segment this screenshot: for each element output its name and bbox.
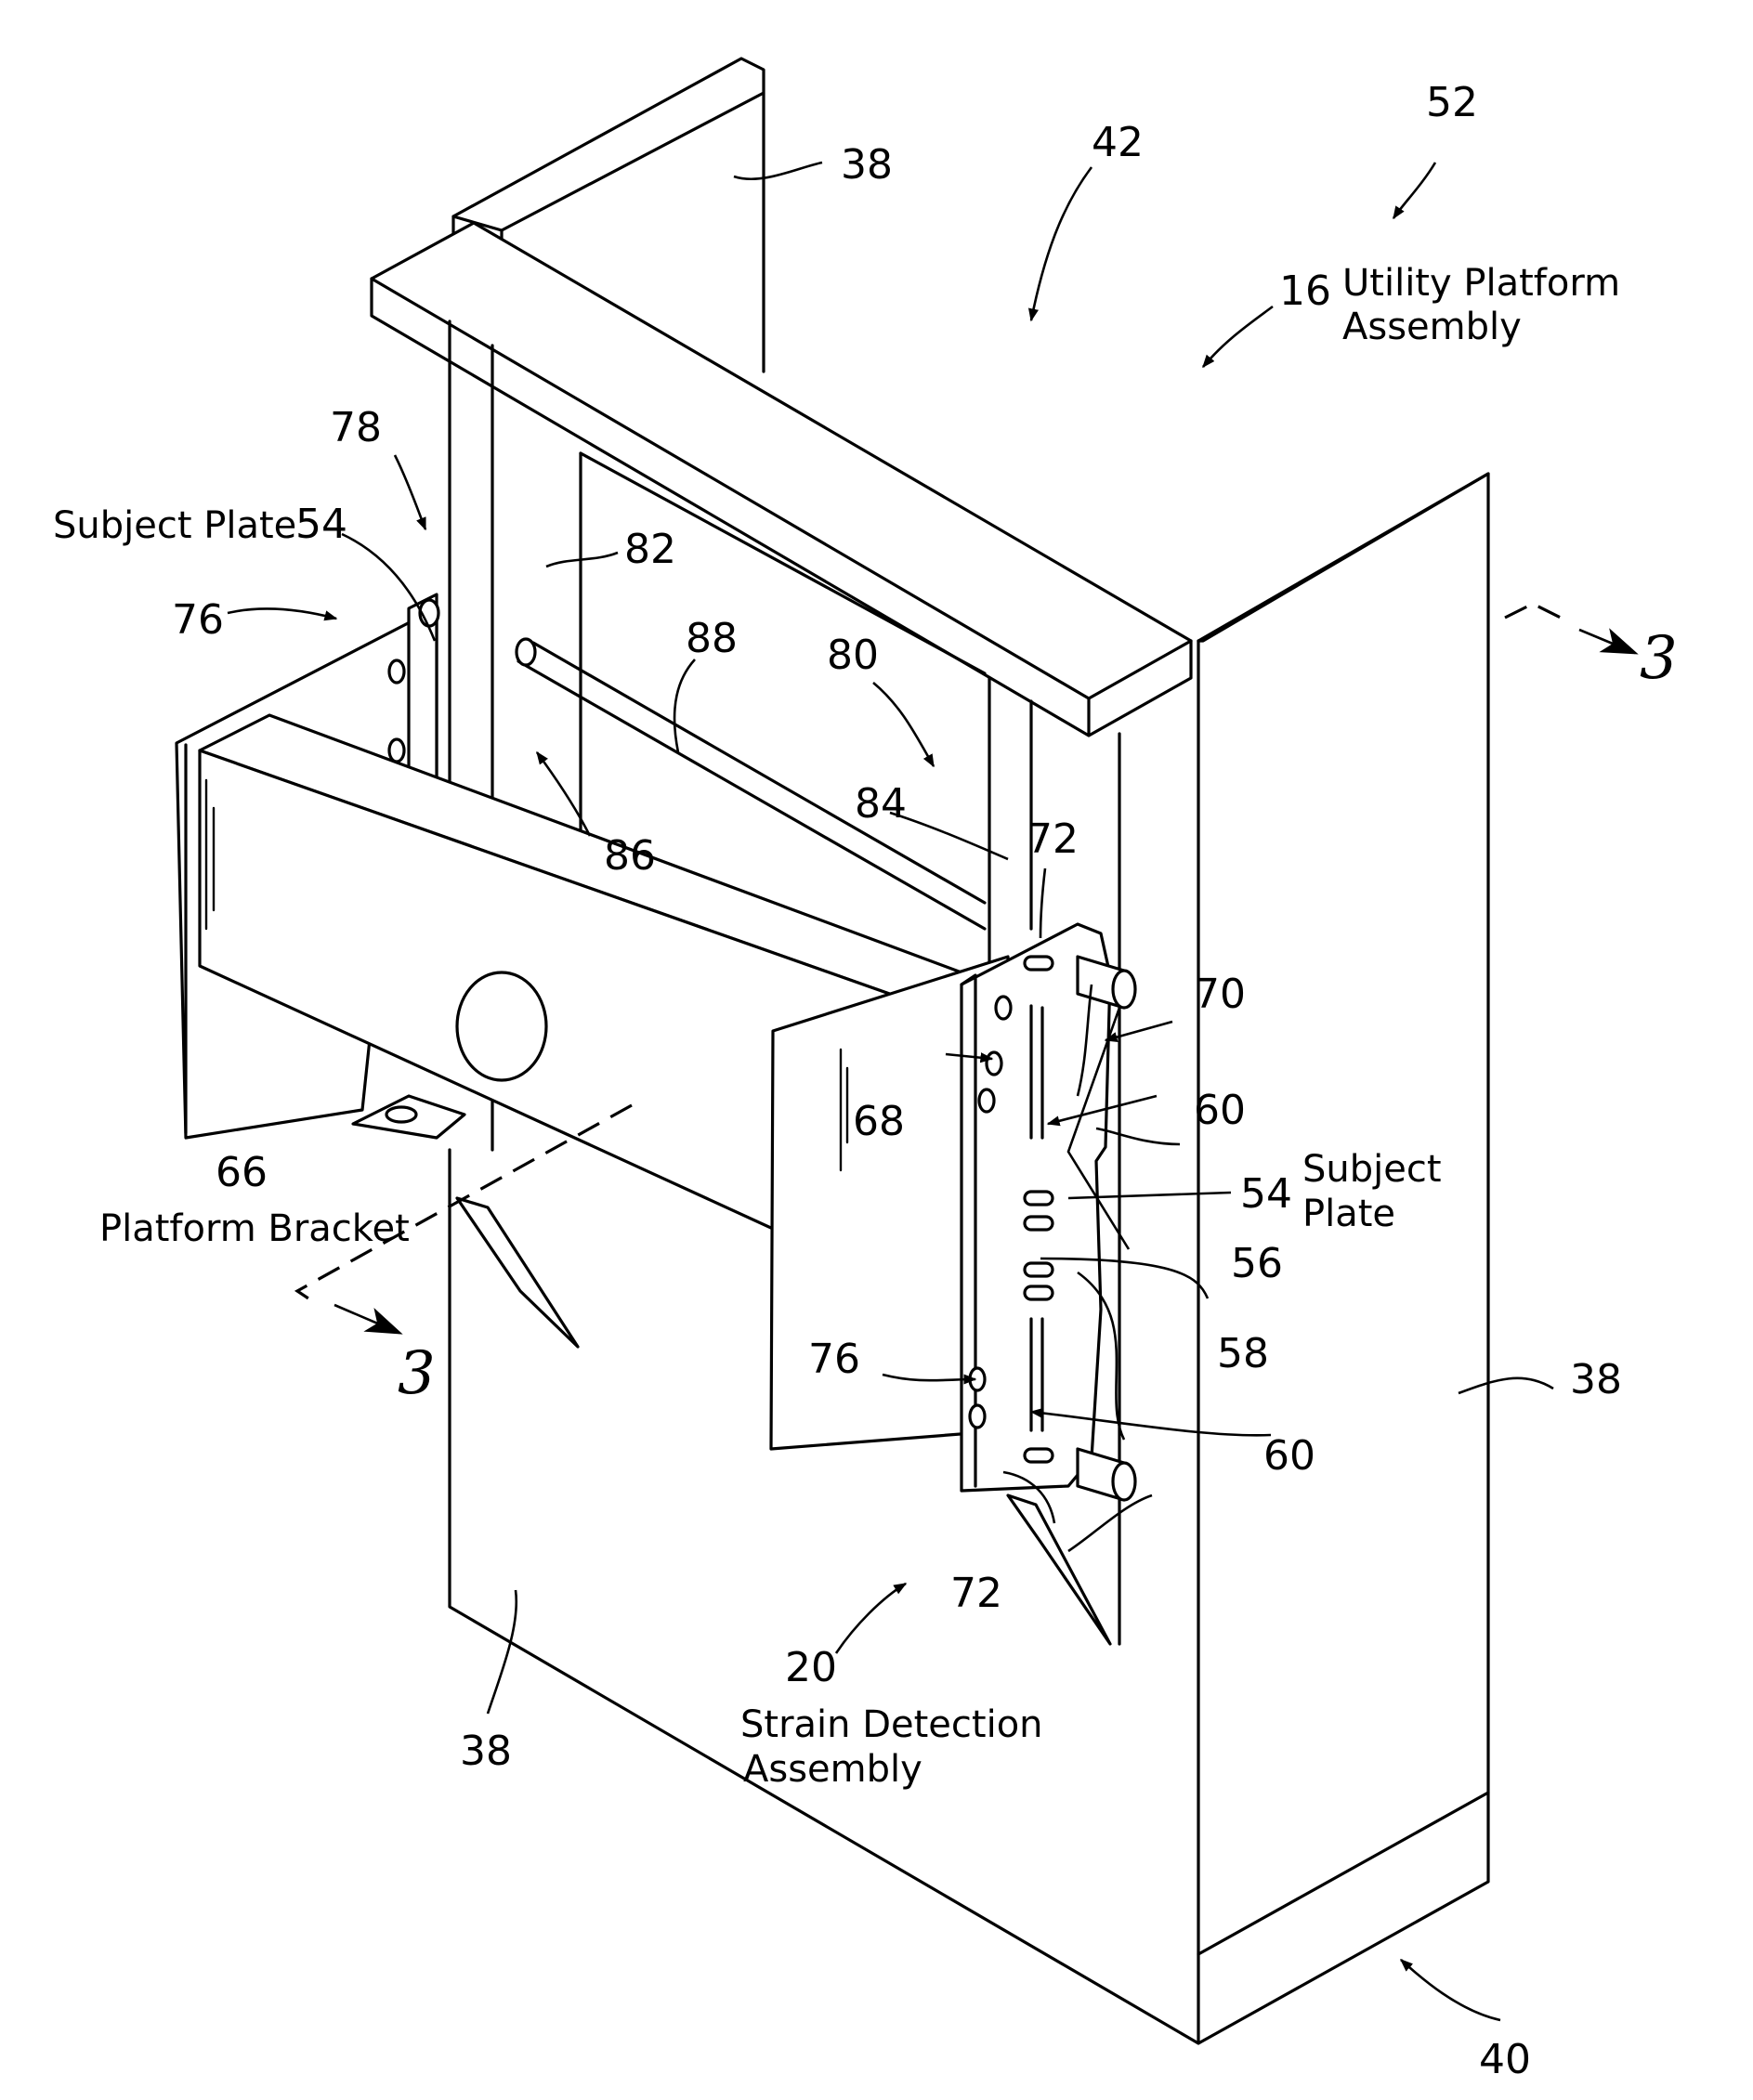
caption-utility-platform-line1: Utility Platform [1342,262,1620,305]
section-marker-right: 3 [1640,624,1678,693]
ref-76-upper: 76 [172,596,224,644]
ref-20: 20 [785,1644,837,1691]
ref-70: 70 [1194,971,1246,1018]
ref-56: 56 [1231,1240,1283,1287]
ref-78: 78 [330,404,382,451]
ref-42: 42 [1092,119,1144,166]
caption-subject-plate-right-line2: Plate [1302,1193,1395,1235]
caption-strain-detection-line1: Strain Detection [740,1703,1043,1746]
ref-88: 88 [686,615,738,662]
caption-strain-detection-line2: Assembly [743,1748,922,1791]
platform-bracket [177,594,1008,1449]
ref-54-upper: 54 [295,501,347,548]
section-marker-left: 3 [398,1339,436,1408]
ref-86: 86 [604,832,656,880]
ref-80: 80 [827,632,879,679]
ref-52: 52 [1426,79,1478,126]
ref-58: 58 [1217,1330,1269,1377]
ref-68: 68 [853,1098,905,1145]
caption-platform-bracket: Platform Bracket [99,1207,410,1250]
top-flange [372,223,1191,698]
ref-66: 66 [216,1149,268,1196]
ref-76-lower: 76 [808,1336,860,1383]
bracket-hole [457,972,546,1080]
ref-38-right: 38 [1570,1356,1622,1403]
ref-40: 40 [1479,2036,1531,2083]
ref-16: 16 [1279,267,1331,315]
ref-60-upper: 60 [1194,1087,1246,1134]
caption-subject-plate-right-line1: Subject [1302,1148,1442,1191]
caption-utility-platform-line2: Assembly [1342,306,1522,348]
caption-subject-plate-upper: Subject Plate [53,504,296,547]
ref-54-right: 54 [1240,1170,1292,1218]
ref-60-lower: 60 [1263,1432,1315,1480]
ref-72-lower: 72 [950,1570,1002,1617]
ref-38-bottom: 38 [460,1728,512,1775]
ref-72-upper: 72 [1027,815,1079,863]
ref-84: 84 [855,780,907,828]
ref-82: 82 [624,526,676,573]
ref-38-top: 38 [841,141,893,189]
